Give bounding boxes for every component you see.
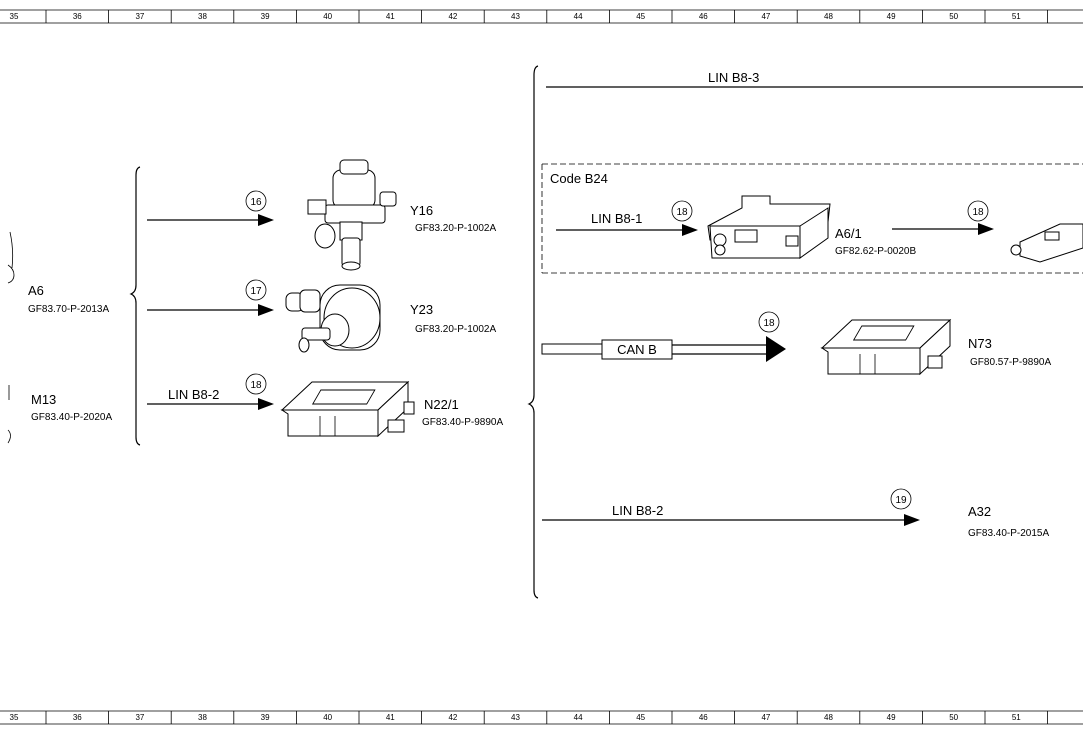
can-b-label: CAN B: [617, 342, 657, 357]
a32-connection: 19 LIN B8-2: [542, 488, 920, 526]
grid-number: 41: [386, 12, 395, 21]
grid-number: 36: [73, 713, 82, 722]
y23-circle-number: 17: [250, 286, 262, 297]
grid-number: 47: [761, 713, 770, 722]
a61-ref: GF82.62-P-0020B: [835, 246, 916, 257]
bottom-grid-ruler: 35 36 37 38 39 40 41 42 43 44 45 46 47 48 49 50 51: [0, 710, 1083, 725]
a61-label: A6/1: [835, 226, 862, 241]
grid-number: 46: [699, 713, 708, 722]
grid-number: 48: [824, 12, 833, 21]
y16-circle-number: 16: [250, 197, 262, 208]
grid-number: 44: [574, 713, 583, 722]
grid-number: 42: [448, 12, 457, 21]
y16-label: Y16: [410, 203, 433, 218]
grid-number: 38: [198, 713, 207, 722]
grid-number: 35: [10, 12, 19, 21]
m13-label: M13: [31, 392, 56, 407]
grid-number: 47: [761, 12, 770, 21]
a61-output-connection: 18: [892, 200, 994, 235]
grid-number: 40: [323, 12, 332, 21]
n73-ref: GF80.57-P-9890A: [970, 357, 1051, 368]
n73-label: N73: [968, 336, 992, 351]
grid-number: 39: [261, 12, 270, 21]
grid-number: 45: [636, 713, 645, 722]
grid-number: 50: [949, 713, 958, 722]
lin-b83-line: LIN B8-3: [546, 70, 1083, 88]
grid-number: 35: [10, 713, 19, 722]
right-brace: [527, 65, 539, 599]
n73-control-unit-drawing: [820, 318, 952, 376]
code-b24-label: Code B24: [550, 171, 608, 186]
grid-number: 48: [824, 713, 833, 722]
n22-ref: GF83.40-P-9890A: [422, 417, 503, 428]
y16-ref: GF83.20-P-1002A: [415, 223, 496, 234]
left-edge-partial-parts: [7, 231, 15, 444]
grid-number: 42: [448, 713, 457, 722]
grid-number: 50: [949, 12, 958, 21]
grid-number: 51: [1012, 12, 1021, 21]
partial-component-right-edge: [1010, 223, 1083, 263]
grid-number: 37: [135, 713, 144, 722]
a32-bus-label: LIN B8-2: [612, 503, 663, 518]
y16-connection: 16: [147, 190, 274, 226]
n22-bus-label: LIN B8-2: [168, 387, 219, 402]
lin-b83-label: LIN B8-3: [708, 70, 759, 85]
grid-number: 37: [135, 12, 144, 21]
n22-label: N22/1: [424, 397, 459, 412]
a6-label: A6: [28, 283, 44, 298]
a61-control-unit-drawing: [707, 195, 831, 259]
code-b24-box: Code B24: [541, 163, 1083, 274]
a32-label: A32: [968, 504, 991, 519]
grid-number: 46: [699, 12, 708, 21]
n73-circle-number: 18: [763, 318, 775, 329]
grid-number: 45: [636, 12, 645, 21]
left-brace: [129, 166, 141, 446]
grid-number: 38: [198, 12, 207, 21]
y23-label: Y23: [410, 302, 433, 317]
a61-out-circle-number: 18: [972, 207, 984, 218]
a61-in-circle-number: 18: [676, 207, 688, 218]
a61-bus-label: LIN B8-1: [591, 211, 642, 226]
grid-number: 40: [323, 713, 332, 722]
grid-number: 43: [511, 12, 520, 21]
a61-input-connection: 18 LIN B8-1: [556, 200, 698, 236]
grid-number: 36: [73, 12, 82, 21]
m13-ref: GF83.40-P-2020A: [31, 412, 112, 423]
y23-ref: GF83.20-P-1002A: [415, 324, 496, 335]
grid-number: 44: [574, 12, 583, 21]
y23-connection: 17: [147, 279, 274, 316]
grid-number: 49: [887, 12, 896, 21]
n73-connection: CAN B 18: [541, 311, 786, 362]
grid-number: 49: [887, 713, 896, 722]
n22-control-unit-drawing: [280, 380, 415, 438]
a32-ref: GF83.40-P-2015A: [968, 528, 1049, 539]
grid-number: 51: [1012, 713, 1021, 722]
a6-ref: GF83.70-P-2013A: [28, 304, 109, 315]
top-grid-ruler: 35 36 37 38 39 40 41 42 43 44 45 46 47 48 49 50 51: [0, 9, 1083, 24]
grid-number: 41: [386, 713, 395, 722]
y16-valve-drawing: [307, 159, 397, 271]
grid-number: 43: [511, 713, 520, 722]
y23-valve-drawing: [285, 284, 381, 353]
grid-number: 39: [261, 713, 270, 722]
a32-circle-number: 19: [895, 495, 907, 506]
n22-circle-number: 18: [250, 380, 262, 391]
n22-connection: 18 LIN B8-2: [147, 373, 274, 410]
